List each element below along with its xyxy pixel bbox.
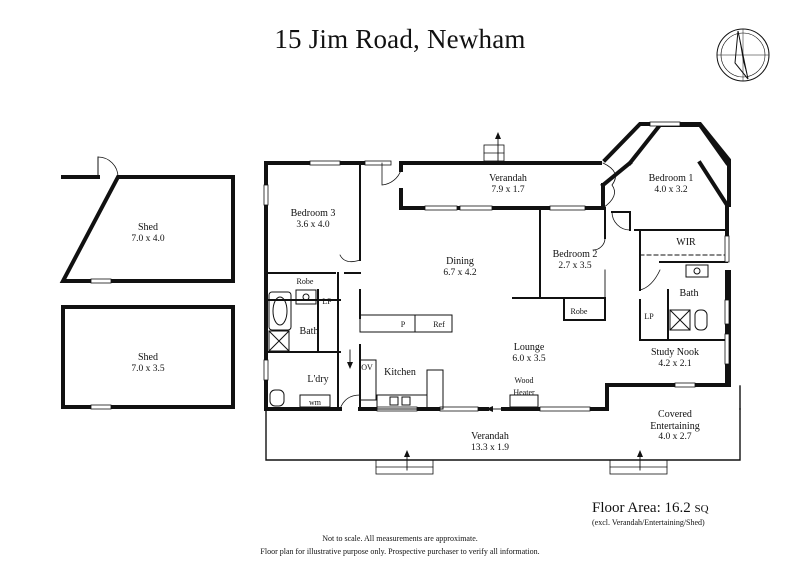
oven: OV xyxy=(361,363,373,372)
room-dimensions: 2.7 x 3.5 xyxy=(558,260,592,271)
room-name: Bedroom 1 xyxy=(648,173,694,184)
floor-area-note: (excl. Verandah/Entertaining/Shed) xyxy=(592,518,705,527)
disclaimer-line-1: Not to scale. All measurements are appro… xyxy=(322,534,478,543)
steps xyxy=(375,144,668,475)
shed-top xyxy=(59,156,235,284)
pantry: P xyxy=(400,320,406,329)
room-dimensions: 3.6 x 4.0 xyxy=(296,219,330,230)
fixtures xyxy=(268,264,709,410)
room-laundry: L'dry xyxy=(307,374,329,385)
shed-bottom xyxy=(61,305,235,410)
washing-machine: wm xyxy=(309,398,321,407)
room-dimensions: 4.0 x 3.2 xyxy=(654,184,688,195)
room-dimensions: 6.0 x 3.5 xyxy=(512,353,546,364)
room-lp-left: LP xyxy=(322,297,332,306)
room-name: Dining xyxy=(446,256,474,267)
room-name: Shed xyxy=(138,352,158,363)
fridge: Ref xyxy=(433,320,445,329)
room-bath-right: Bath xyxy=(679,288,699,299)
room-name: Lounge xyxy=(513,342,545,353)
room-dimensions: 6.7 x 4.2 xyxy=(443,267,477,278)
room-name: Verandah xyxy=(489,173,527,184)
room-robe-mid: Robe xyxy=(570,307,588,316)
page-title: 15 Jim Road, Newham xyxy=(274,24,526,54)
bedroom1-walls xyxy=(602,122,731,387)
verandah-outline xyxy=(265,385,741,461)
disclaimer-line-2: Floor plan for illustrative purpose only… xyxy=(260,547,540,556)
door-swings xyxy=(339,162,661,410)
room-dimensions: 13.3 x 1.9 xyxy=(471,442,509,453)
floor-area: Floor Area: 16.2 SQ xyxy=(592,500,709,516)
room-name: Verandah xyxy=(471,431,509,442)
room-bath-left: Bath xyxy=(299,326,319,337)
room-name: Study Nook xyxy=(650,347,700,358)
room-name: Shed xyxy=(138,222,158,233)
room-dimensions: 7.0 x 3.5 xyxy=(131,363,165,374)
room-name: Bedroom 2 xyxy=(552,249,598,260)
room-name: Covered xyxy=(658,409,692,420)
room-dimensions: 7.0 x 4.0 xyxy=(131,233,165,244)
compass-north-icon xyxy=(716,28,770,82)
room-dimensions: 4.2 x 2.1 xyxy=(658,358,692,369)
room-wir: WIR xyxy=(676,237,696,248)
room-robe-left: Robe xyxy=(296,277,314,286)
arrowheads xyxy=(347,132,643,457)
interior-walls xyxy=(265,162,728,411)
room-dimensions: 7.9 x 1.7 xyxy=(491,184,525,195)
room-dimensions: 4.0 x 2.7 xyxy=(658,432,692,442)
room-name: Bedroom 3 xyxy=(290,208,336,219)
room-lp-right: LP xyxy=(644,312,654,321)
room-kitchen: Kitchen xyxy=(384,367,416,378)
